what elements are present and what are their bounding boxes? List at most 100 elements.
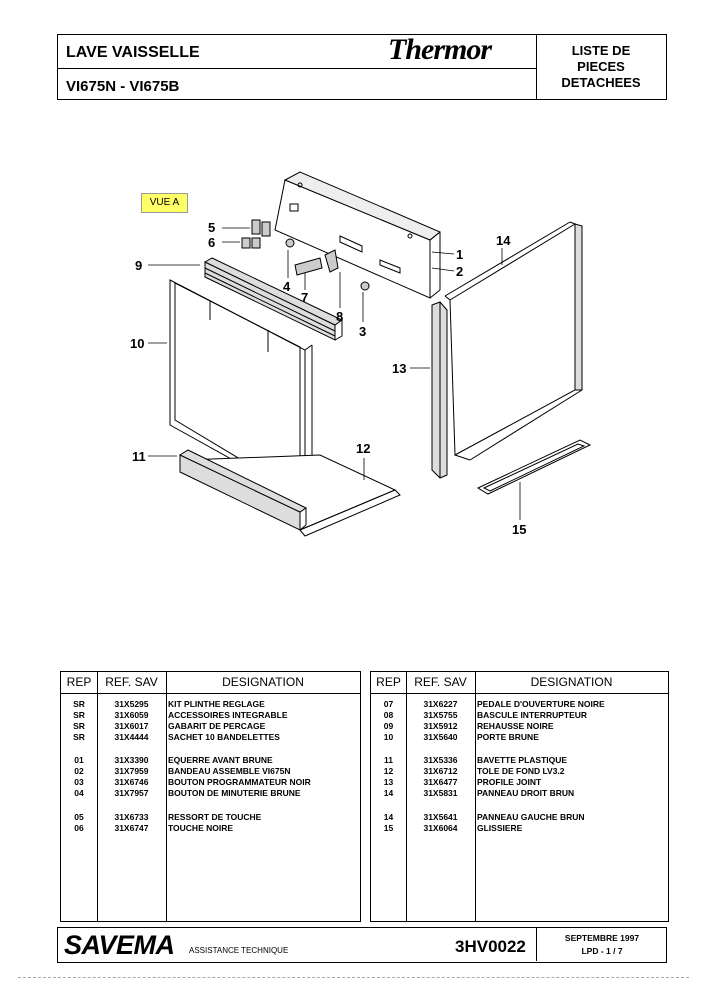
cell-des: BAVETTE PLASTIQUE: [477, 755, 568, 765]
table-row: SR 31X5295 KIT PLINTHE REGLAGE: [61, 699, 360, 710]
footer-block: SAVEMA ASSISTANCE TECHNIQUE 3HV0022 SEPT…: [57, 927, 667, 963]
cell-rep: 05: [74, 812, 84, 822]
cell-rep: 12: [383, 766, 394, 776]
page-number: LPD - 1 / 7: [581, 946, 623, 956]
callout-8: 8: [336, 309, 344, 324]
callout-6: 6: [208, 235, 216, 250]
cell-ref: 31X5912: [423, 721, 458, 731]
table-row: 14 31X5831 PANNEAU DROIT BRUN: [371, 788, 668, 799]
cell-ref: 31X6733: [114, 812, 149, 822]
cell-des: KIT PLINTHE REGLAGE: [168, 699, 265, 709]
raiser-strip-part: [203, 257, 343, 341]
slider-rail-part: [476, 439, 592, 495]
col-header-ref: REF. SAV: [105, 675, 158, 689]
cell-ref: 31X7957: [114, 788, 149, 798]
col-header-designation: DESIGNATION: [222, 675, 304, 689]
side-panel-part: [444, 221, 583, 461]
cell-rep: 14: [383, 788, 394, 798]
cell-ref: 31X5831: [423, 788, 458, 798]
cell-des: PROFILE JOINT: [477, 777, 542, 787]
view-label: VUE A: [141, 193, 188, 213]
cell-ref: 31X7959: [114, 766, 149, 776]
cell-des: SACHET 10 BANDELETTES: [168, 732, 280, 742]
col-header-ref: REF. SAV: [414, 675, 467, 689]
document-code: 3HV0022: [455, 937, 526, 956]
callout-15: 15: [512, 522, 527, 537]
small-parts: [241, 219, 370, 291]
callout-12: 12: [356, 441, 371, 456]
col-header-designation: DESIGNATION: [530, 675, 613, 689]
cell-des: PANNEAU GAUCHE BRUN: [477, 812, 585, 822]
callout-11: 11: [132, 449, 146, 464]
cell-ref: 31X4444: [114, 732, 149, 742]
cell-rep: SR: [73, 710, 85, 720]
model-numbers: VI675N - VI675B: [66, 78, 180, 95]
plinth-part: [178, 449, 307, 531]
cell-rep: SR: [73, 699, 85, 709]
cell-ref: 31X6747: [114, 823, 149, 833]
table-row: 13 31X6477 PROFILE JOINT: [371, 777, 668, 788]
cell-ref: 31X5641: [423, 812, 458, 822]
base-plate-part: [183, 454, 401, 537]
cell-ref: 31X6059: [114, 710, 149, 720]
cell-ref: 31X6712: [423, 766, 458, 776]
cell-ref: 31X6227: [423, 699, 458, 709]
cell-rep: 03: [74, 777, 84, 787]
col-header-rep: REP: [66, 675, 92, 689]
cut-line: [18, 977, 689, 978]
cell-ref: 31X5336: [423, 755, 458, 765]
cell-des: TOUCHE NOIRE: [168, 823, 234, 833]
cell-des: PORTE BRUNE: [477, 732, 539, 742]
cell-ref: 31X6064: [423, 823, 458, 833]
cell-des: REHAUSSE NOIRE: [477, 721, 554, 731]
brand-logo: Thermor: [388, 33, 492, 66]
cell-rep: 09: [383, 721, 394, 731]
cell-rep: SR: [73, 721, 85, 731]
doc-type-line: LISTE DE: [571, 42, 631, 58]
divider: [536, 35, 537, 99]
title-block: LAVE VAISSELLE VI675N - VI675B Thermor L…: [57, 33, 667, 100]
company-logo: SAVEMA: [64, 930, 175, 960]
cell-rep: 01: [74, 755, 84, 765]
table-row: 09 31X5912 REHAUSSE NOIRE: [371, 721, 668, 732]
cell-rep: SR: [73, 732, 85, 742]
callout-4: 4: [283, 279, 291, 294]
cell-rep: 04: [74, 788, 84, 798]
cell-ref: 31X5755: [423, 710, 458, 720]
cell-des: ACCESSOIRES INTEGRABLE: [168, 710, 288, 720]
callout-14: 14: [496, 233, 511, 248]
cell-rep: 08: [383, 710, 394, 720]
cell-ref: 31X3390: [114, 755, 149, 765]
cell-ref: 31X5295: [114, 699, 149, 709]
callout-1: 1: [456, 247, 464, 262]
cell-des: BASCULE INTERRUPTEUR: [477, 710, 588, 720]
cell-rep: 13: [383, 777, 394, 787]
cell-des: RESSORT DE TOUCHE: [168, 812, 262, 822]
doc-type-line: PIECES: [577, 58, 625, 74]
cell-ref: 31X6477: [423, 777, 458, 787]
cell-des: BANDEAU ASSEMBLE VI675N: [168, 766, 291, 776]
table-row: SR 31X4444 SACHET 10 BANDELETTES: [61, 732, 360, 743]
control-panel-part: [274, 171, 441, 299]
table-row: 14 31X5641 PANNEAU GAUCHE BRUN: [371, 812, 668, 823]
cell-rep: 15: [383, 823, 394, 833]
issue-date: SEPTEMBRE 1997: [564, 933, 640, 943]
cell-des: PEDALE D'OUVERTURE NOIRE: [477, 699, 605, 709]
cell-rep: 07: [383, 699, 394, 709]
cell-rep: 14: [383, 812, 394, 822]
callout-5: 5: [208, 220, 216, 235]
product-title: LAVE VAISSELLE: [66, 44, 200, 61]
table-row: SR 31X6059 ACCESSOIRES INTEGRABLE: [61, 710, 360, 721]
callout-3: 3: [359, 324, 367, 339]
callout-2: 2: [456, 264, 464, 279]
cell-des: PANNEAU DROIT BRUN: [477, 788, 575, 798]
callout-9: 9: [135, 258, 143, 273]
